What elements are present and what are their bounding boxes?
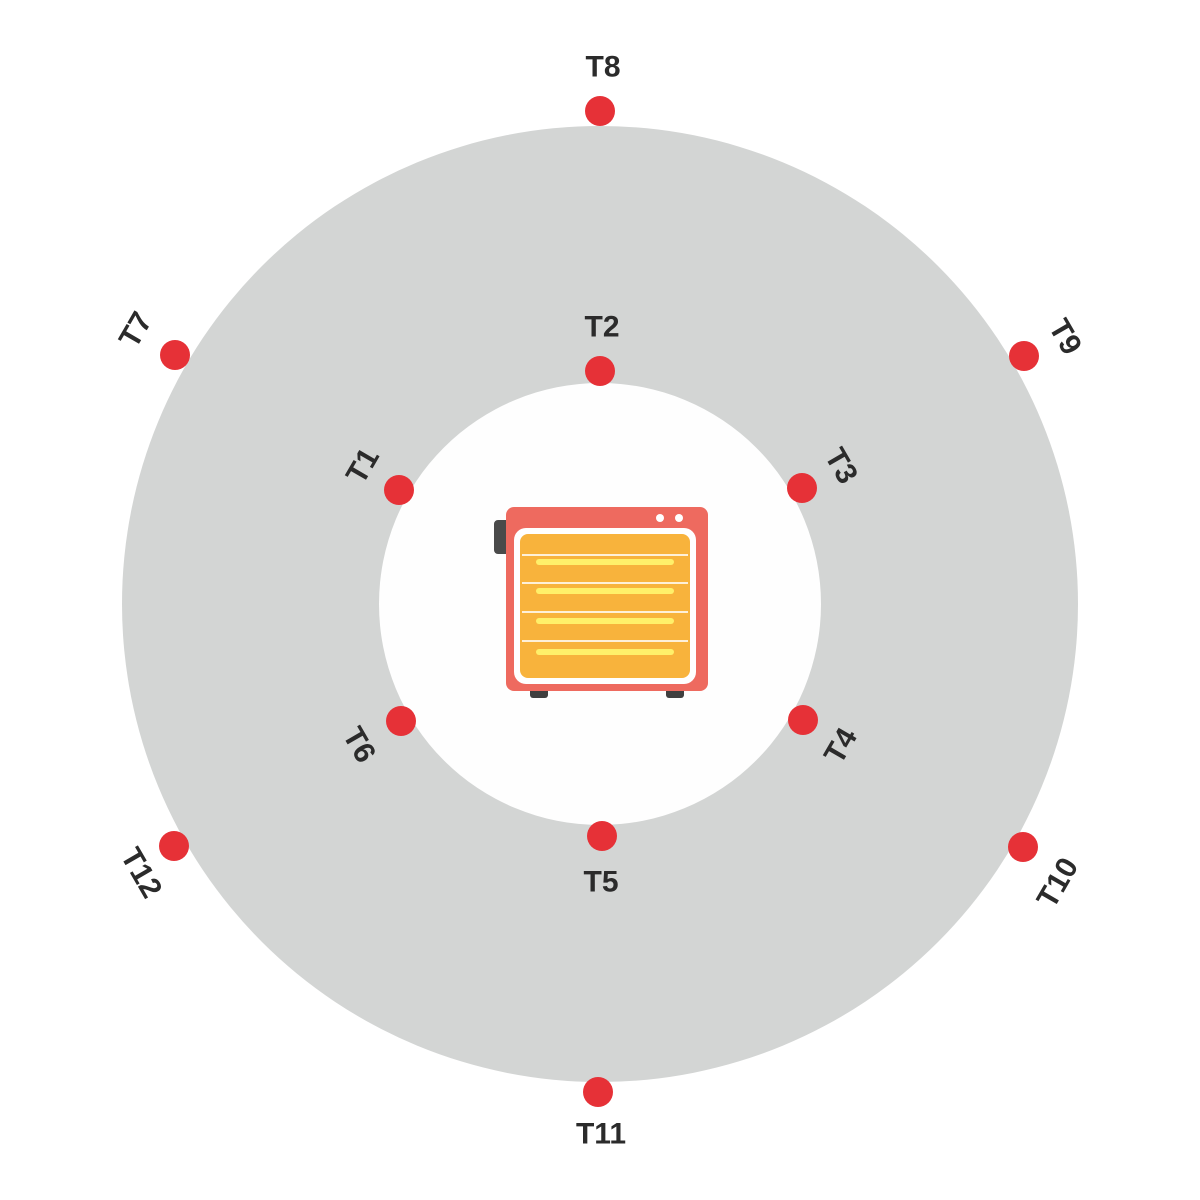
sensor-dot-t10 xyxy=(1008,832,1038,862)
sensor-dot-t7 xyxy=(160,340,190,370)
sensor-label-t10: T10 xyxy=(1031,852,1085,913)
sensor-label-t8: T8 xyxy=(585,51,620,84)
sensor-label-t11: T11 xyxy=(576,1118,626,1151)
sensor-dot-t12 xyxy=(159,831,189,861)
sensor-dot-t9 xyxy=(1009,341,1039,371)
space-heater-icon xyxy=(494,507,708,698)
sensor-dot-t11 xyxy=(583,1077,613,1107)
sensor-dot-t4 xyxy=(788,705,818,735)
sensor-dot-t3 xyxy=(787,473,817,503)
sensor-dot-t1 xyxy=(384,475,414,505)
sensor-label-t2: T2 xyxy=(584,311,619,344)
sensor-label-t5: T5 xyxy=(583,866,618,899)
sensor-dot-t2 xyxy=(585,356,615,386)
sensor-label-t12: T12 xyxy=(114,842,168,903)
sensor-dot-t5 xyxy=(587,821,617,851)
sensor-dot-t6 xyxy=(386,706,416,736)
sensor-dot-t8 xyxy=(585,96,615,126)
sensor-label-t7: T7 xyxy=(113,307,159,354)
sensor-label-t9: T9 xyxy=(1042,314,1088,361)
sensor-dots xyxy=(159,96,1039,1107)
